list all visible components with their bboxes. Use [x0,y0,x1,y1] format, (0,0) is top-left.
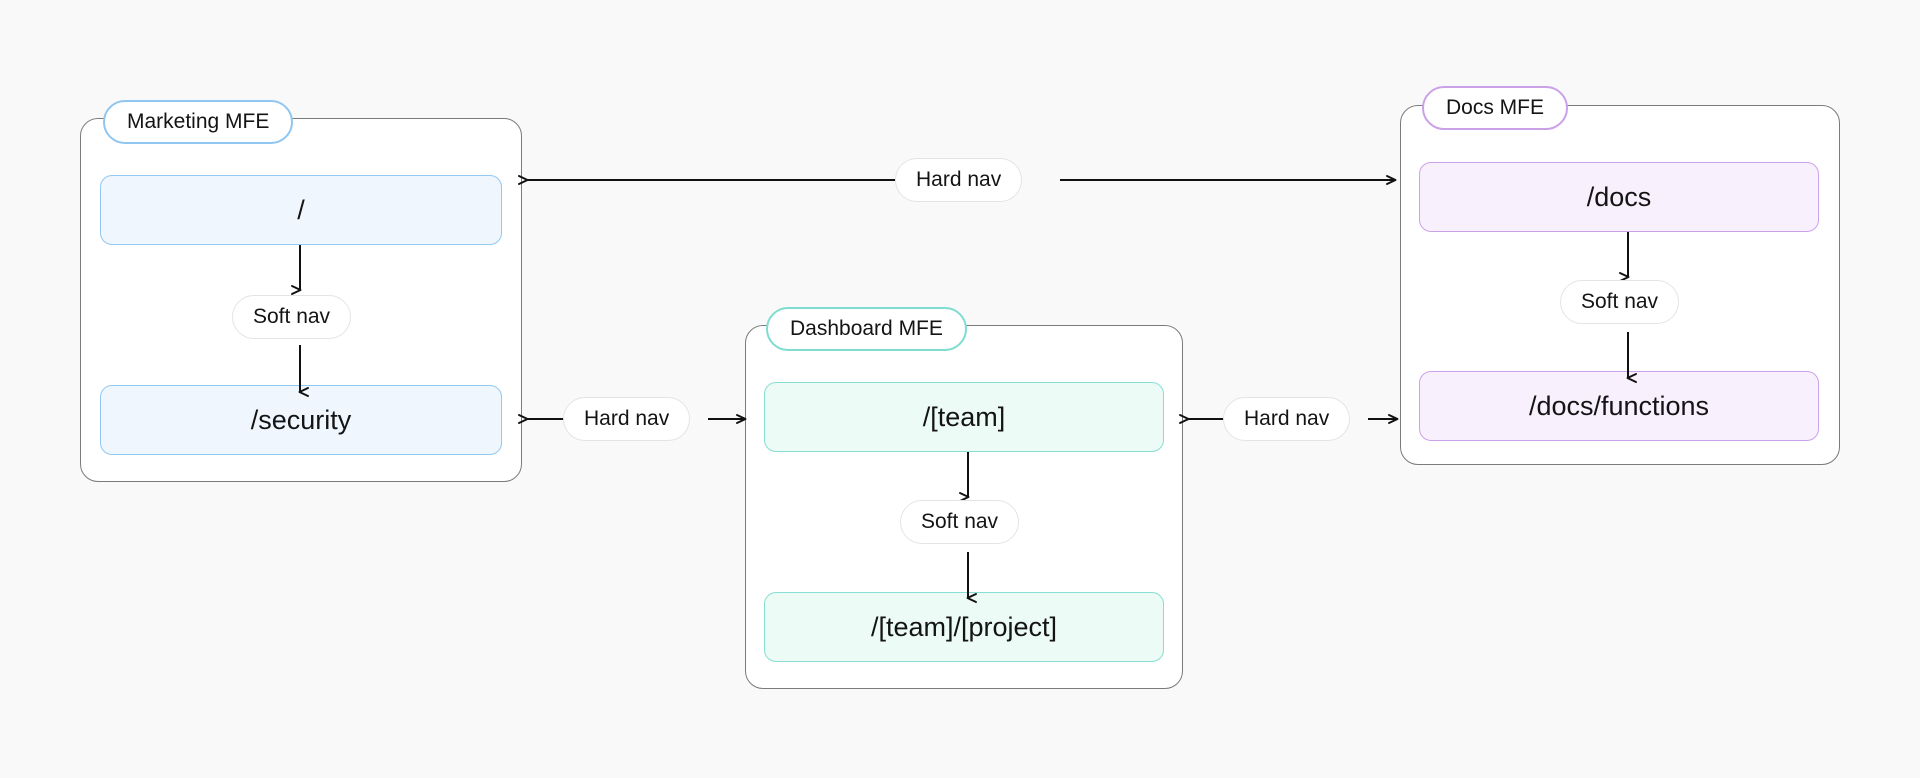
pill-soft-nav-docs: Soft nav [1560,280,1680,324]
group-label-docs-mfe: Docs MFE [1422,86,1569,130]
pill-soft-nav-dashboard: Soft nav [900,500,1020,544]
node-docs-root[interactable]: /docs [1419,162,1819,232]
pill-hard-nav-dashboard-docs: Hard nav [1223,397,1351,441]
node-marketing-security[interactable]: /security [100,385,502,455]
node-dashboard-team[interactable]: /[team] [764,382,1164,452]
pill-hard-nav-marketing-dashboard: Hard nav [563,397,691,441]
pill-soft-nav-marketing: Soft nav [232,295,352,339]
group-label-dashboard-mfe: Dashboard MFE [766,307,967,351]
group-label-marketing-mfe: Marketing MFE [103,100,294,144]
node-docs-functions[interactable]: /docs/functions [1419,371,1819,441]
pill-hard-nav-marketing-docs: Hard nav [895,158,1023,202]
node-marketing-root[interactable]: / [100,175,502,245]
node-dashboard-team-project[interactable]: /[team]/[project] [764,592,1164,662]
